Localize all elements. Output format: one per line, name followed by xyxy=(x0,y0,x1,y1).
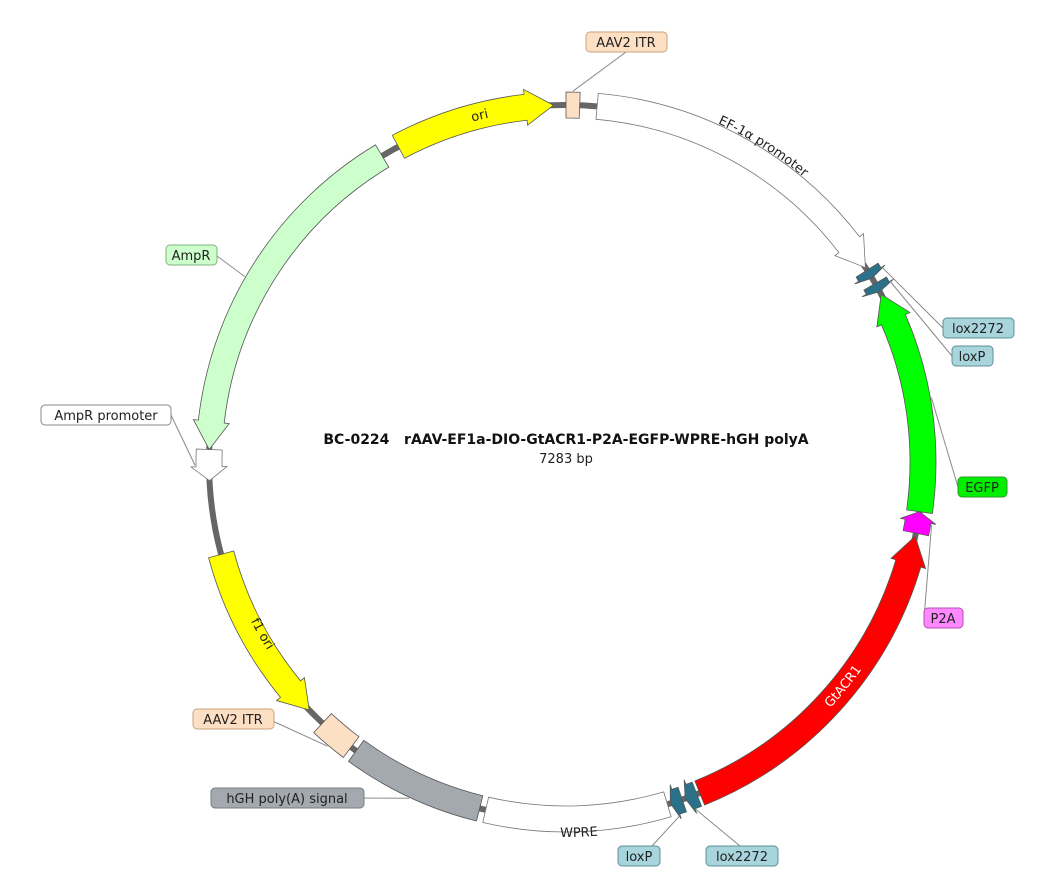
box-labels: AAV2 ITR lox2272 loxP EGFP P2A lox2272 l… xyxy=(40,31,1015,867)
feature-wpre[interactable] xyxy=(482,791,672,833)
leader-line xyxy=(930,397,959,488)
label-aav2-itr-left: AAV2 ITR xyxy=(192,708,275,730)
label-ampr: AmpR xyxy=(165,244,218,266)
feature-label-wpre: WPRE xyxy=(560,825,598,841)
feature-label-ori: ori xyxy=(470,107,490,126)
leader-layer xyxy=(170,51,959,847)
feature-ampr-promoter[interactable] xyxy=(189,448,229,482)
plasmid-title: BC-0224 rAAV-EF1a-DIO-GtACR1-P2A-EGFP-WP… xyxy=(323,432,808,448)
svg-text:EGFP: EGFP xyxy=(965,481,999,496)
svg-text:AAV2 ITR: AAV2 ITR xyxy=(596,36,655,51)
leader-line xyxy=(170,414,196,466)
leader-line xyxy=(695,809,741,847)
svg-text:AmpR: AmpR xyxy=(172,249,211,264)
leader-line xyxy=(923,525,933,619)
feature-aav2-itr[interactable] xyxy=(565,91,581,119)
feature-gtacr1[interactable] xyxy=(694,535,927,806)
label-ampr-promoter: AmpR promoter xyxy=(40,404,172,426)
feature-lox2272-1[interactable] xyxy=(854,262,886,285)
feature-ampr[interactable] xyxy=(192,144,390,451)
label-hgh-polya: hGH poly(A) signal xyxy=(210,787,365,809)
leader-line xyxy=(880,266,944,329)
leader-line xyxy=(889,280,953,357)
plasmid-length: 7283 bp xyxy=(539,452,593,467)
leader-line xyxy=(572,51,627,92)
feature-ef-1-promoter[interactable] xyxy=(595,92,866,269)
svg-text:lox2272: lox2272 xyxy=(952,322,1004,337)
feature-lox2272-2[interactable] xyxy=(683,779,703,814)
feature-f1-ori[interactable] xyxy=(208,550,310,711)
feature-loxp-1[interactable] xyxy=(861,276,894,298)
feature-ori[interactable] xyxy=(391,88,555,159)
svg-text:AmpR promoter: AmpR promoter xyxy=(54,409,158,424)
svg-text:P2A: P2A xyxy=(930,612,955,627)
leader-line xyxy=(265,717,328,747)
svg-text:AAV2 ITR: AAV2 ITR xyxy=(203,713,262,728)
label-p2a: P2A xyxy=(923,607,964,629)
label-loxp-right: loxP xyxy=(951,345,994,367)
svg-text:loxP: loxP xyxy=(959,350,986,365)
feature-p2a[interactable] xyxy=(900,511,937,537)
svg-text:lox2272: lox2272 xyxy=(716,850,768,865)
label-loxp-bottom: loxP xyxy=(617,845,661,867)
svg-text:hGH poly(A) signal: hGH poly(A) signal xyxy=(226,792,347,807)
features-layer xyxy=(189,88,937,833)
label-aav2-itr-top: AAV2 ITR xyxy=(585,31,668,53)
label-lox2272-right: lox2272 xyxy=(942,317,1015,339)
label-egfp: EGFP xyxy=(957,476,1008,498)
feature-loxp-2[interactable] xyxy=(669,784,687,820)
feature-aav2-itr-2[interactable] xyxy=(313,713,360,759)
svg-text:loxP: loxP xyxy=(626,850,653,865)
leader-line xyxy=(651,814,682,847)
label-lox2272-bottom: lox2272 xyxy=(705,845,779,867)
feature-egfp[interactable] xyxy=(876,293,937,514)
leader-line xyxy=(216,255,246,277)
feature-hgh-poly-a-signal[interactable] xyxy=(347,739,484,822)
